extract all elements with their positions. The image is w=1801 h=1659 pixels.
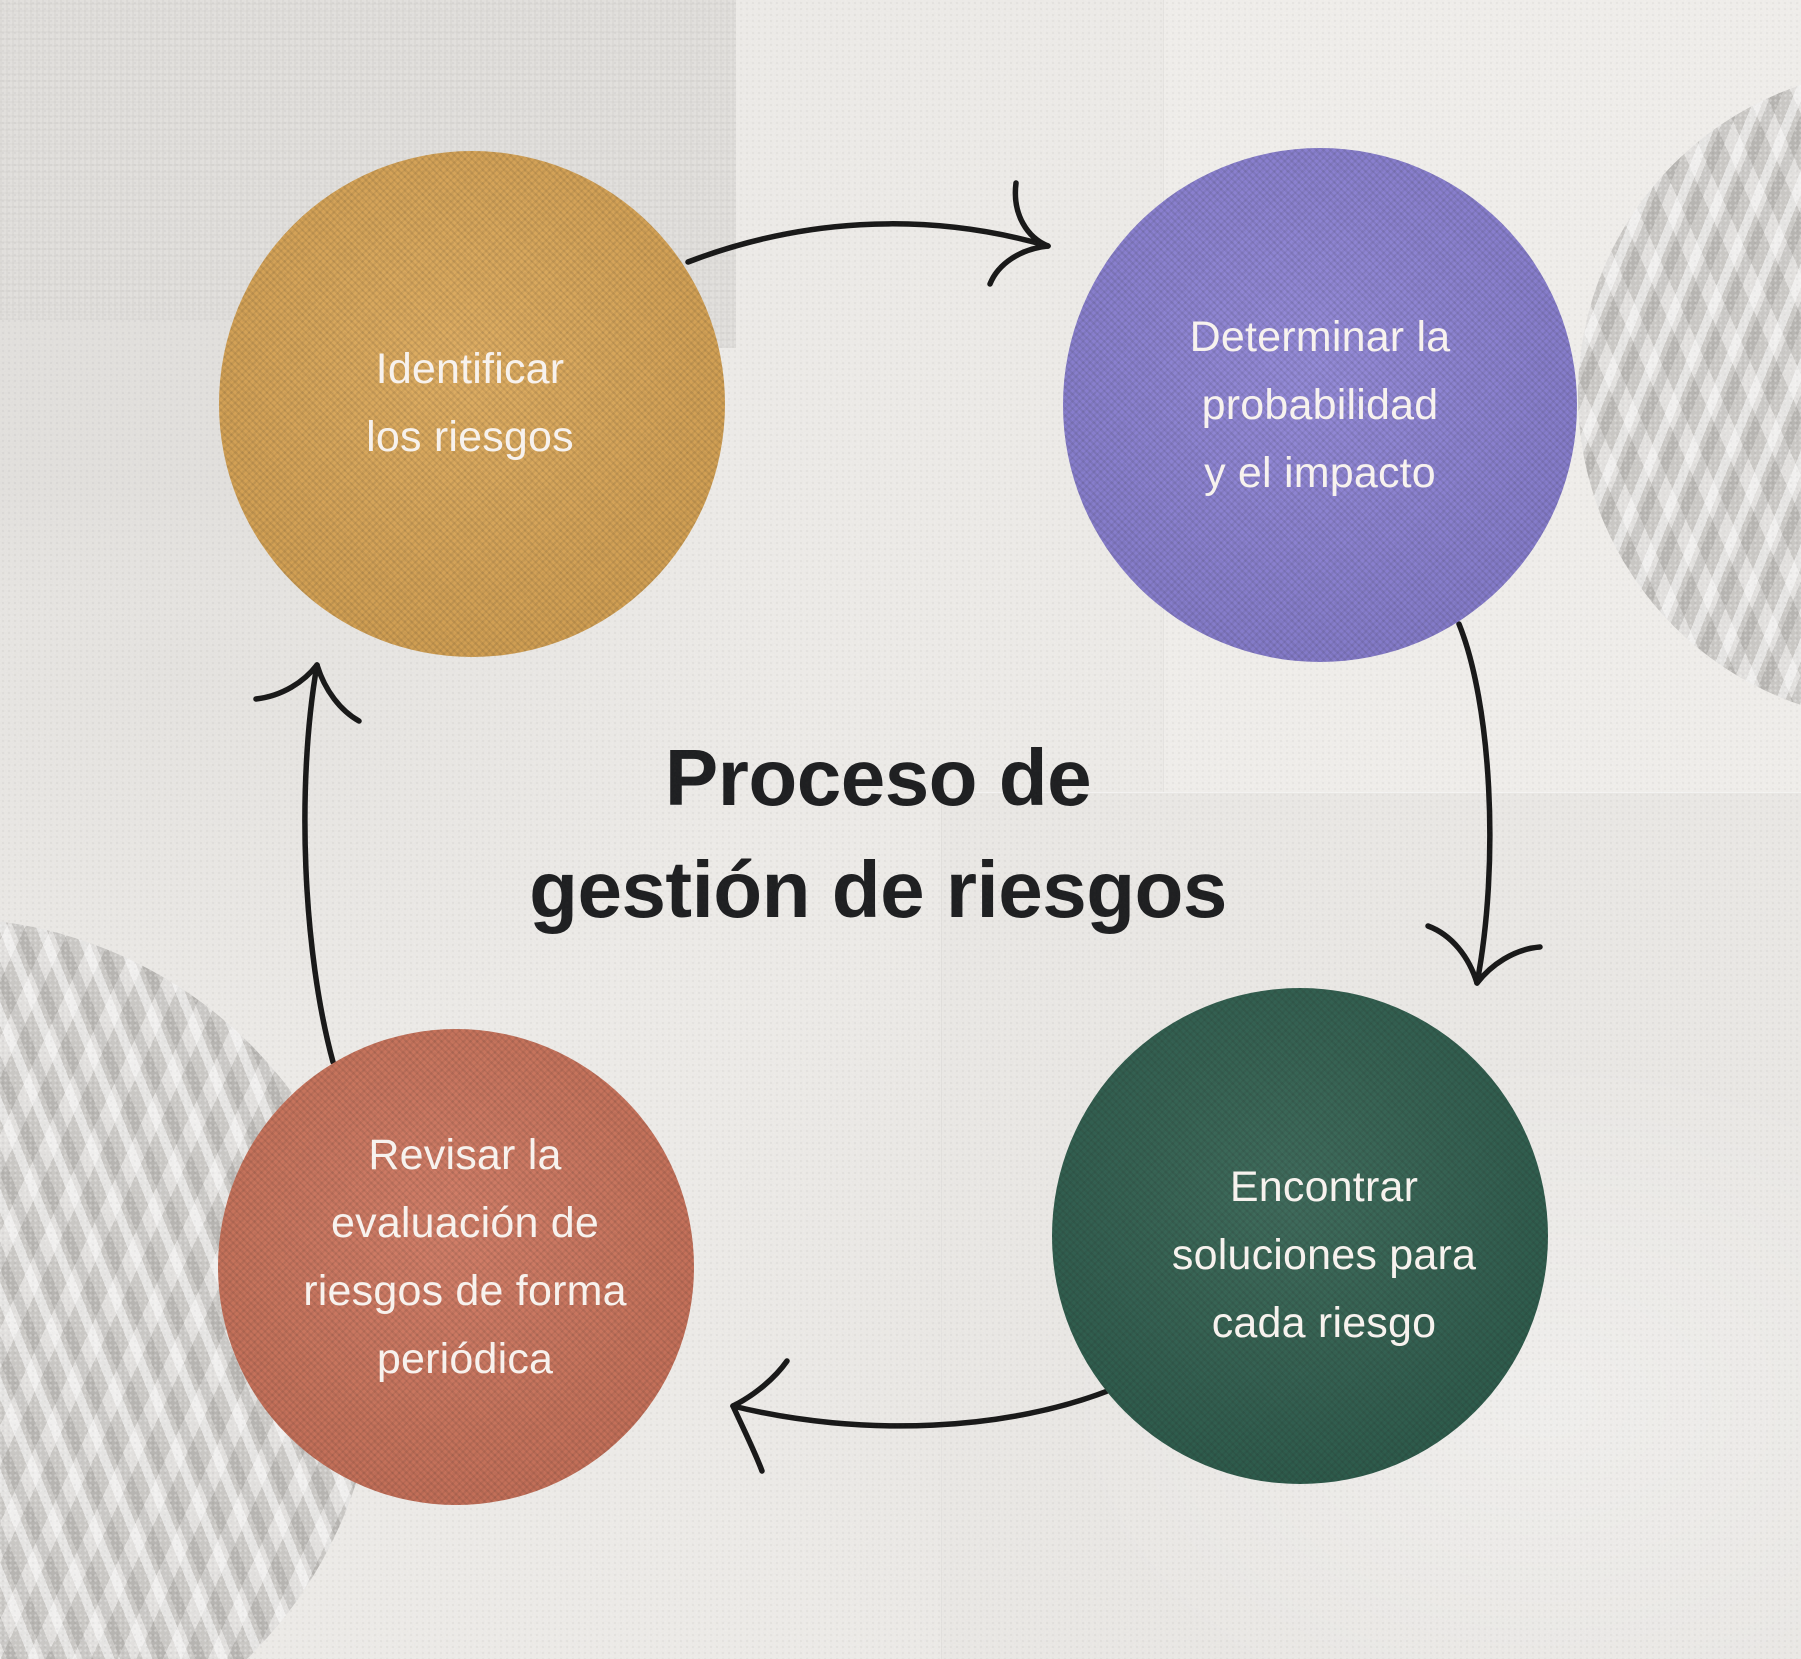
step-circle-revisar-evaluacion: Revisar la evaluación de riesgos de form… [218, 1029, 694, 1505]
step-label-line: y el impacto [1204, 449, 1436, 497]
step-label-line: cada riesgo [1211, 1299, 1437, 1347]
step-label-determinar-probabilidad: Determinar la probabilidad y el impacto [1190, 303, 1451, 507]
step-circle-determinar-probabilidad: Determinar la probabilidad y el impacto [1063, 148, 1577, 662]
arrow-encontrar-to-revisar [730, 1358, 1118, 1474]
step-label-line: Determinar la [1189, 313, 1451, 361]
diagram-title-line: gestión de riesgos [529, 845, 1227, 934]
step-label-revisar-evaluacion: Revisar la evaluación de riesgos de form… [303, 1121, 626, 1393]
step-circle-encontrar-soluciones: Encontrar soluciones para cada riesgo [1052, 988, 1548, 1484]
step-label-line: los riesgos [366, 413, 574, 461]
step-label-line: riesgos de forma [303, 1267, 627, 1315]
arrow-identificar-to-determinar [685, 180, 1051, 287]
arrow-revisar-to-identificar [253, 662, 362, 1065]
step-label-line: periódica [376, 1335, 554, 1383]
arrow-determinar-to-encontrar [1425, 621, 1543, 986]
step-label-encontrar-soluciones: Encontrar soluciones para cada riesgo [1172, 1153, 1476, 1357]
step-label-line: Encontrar [1229, 1163, 1419, 1211]
step-label-line: soluciones para [1171, 1231, 1477, 1279]
step-label-line: evaluación de [331, 1199, 599, 1247]
diagram-title: Proceso de gestión de riesgos [428, 722, 1328, 946]
step-circle-identificar-riesgos: Identificar los riesgos [219, 151, 725, 657]
step-label-line: Revisar la [368, 1131, 562, 1179]
step-label-line: Identificar [375, 345, 565, 393]
diagram-title-line: Proceso de [664, 733, 1092, 822]
step-label-identificar-riesgos: Identificar los riesgos [366, 335, 574, 471]
step-label-line: probabilidad [1201, 381, 1439, 429]
